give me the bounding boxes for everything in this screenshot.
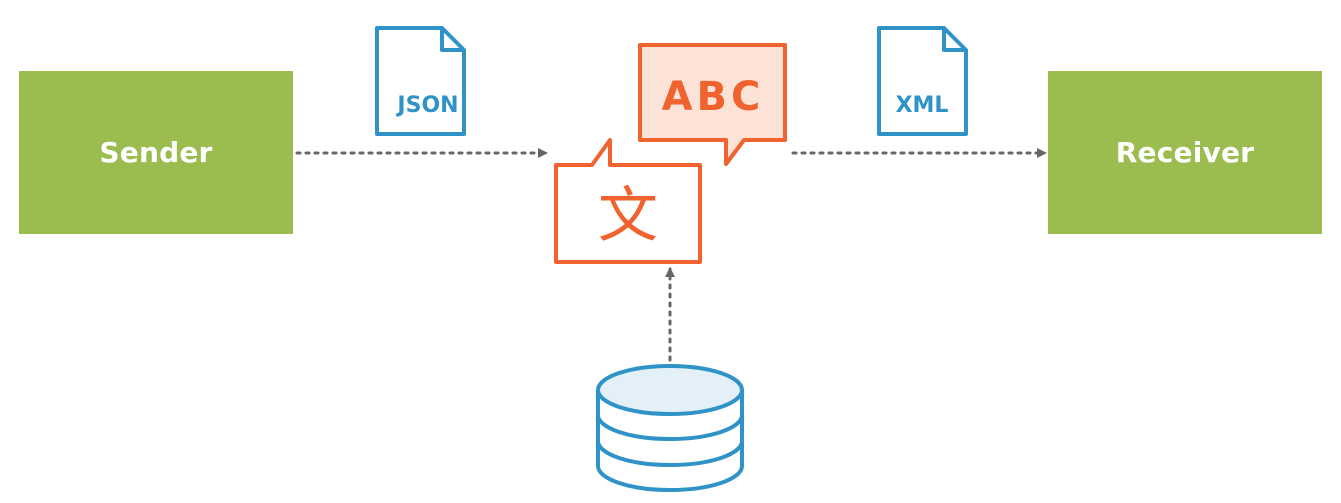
receiver-label: Receiver — [1115, 136, 1255, 169]
receiver-box: Receiver — [1048, 71, 1322, 234]
target-language-bubble-icon: ABC — [638, 43, 787, 166]
database-icon — [596, 364, 744, 492]
xml-document-icon: XML — [877, 26, 968, 136]
sender-box: Sender — [19, 71, 293, 234]
xml-label: XML — [896, 93, 949, 118]
source-language-bubble-icon: 文 — [554, 138, 702, 264]
source-glyph-label: 文 — [598, 181, 658, 251]
sender-label: Sender — [99, 136, 213, 169]
json-document-icon: JSON — [375, 26, 466, 136]
json-label: JSON — [395, 93, 458, 118]
abc-label: ABC — [662, 74, 765, 120]
